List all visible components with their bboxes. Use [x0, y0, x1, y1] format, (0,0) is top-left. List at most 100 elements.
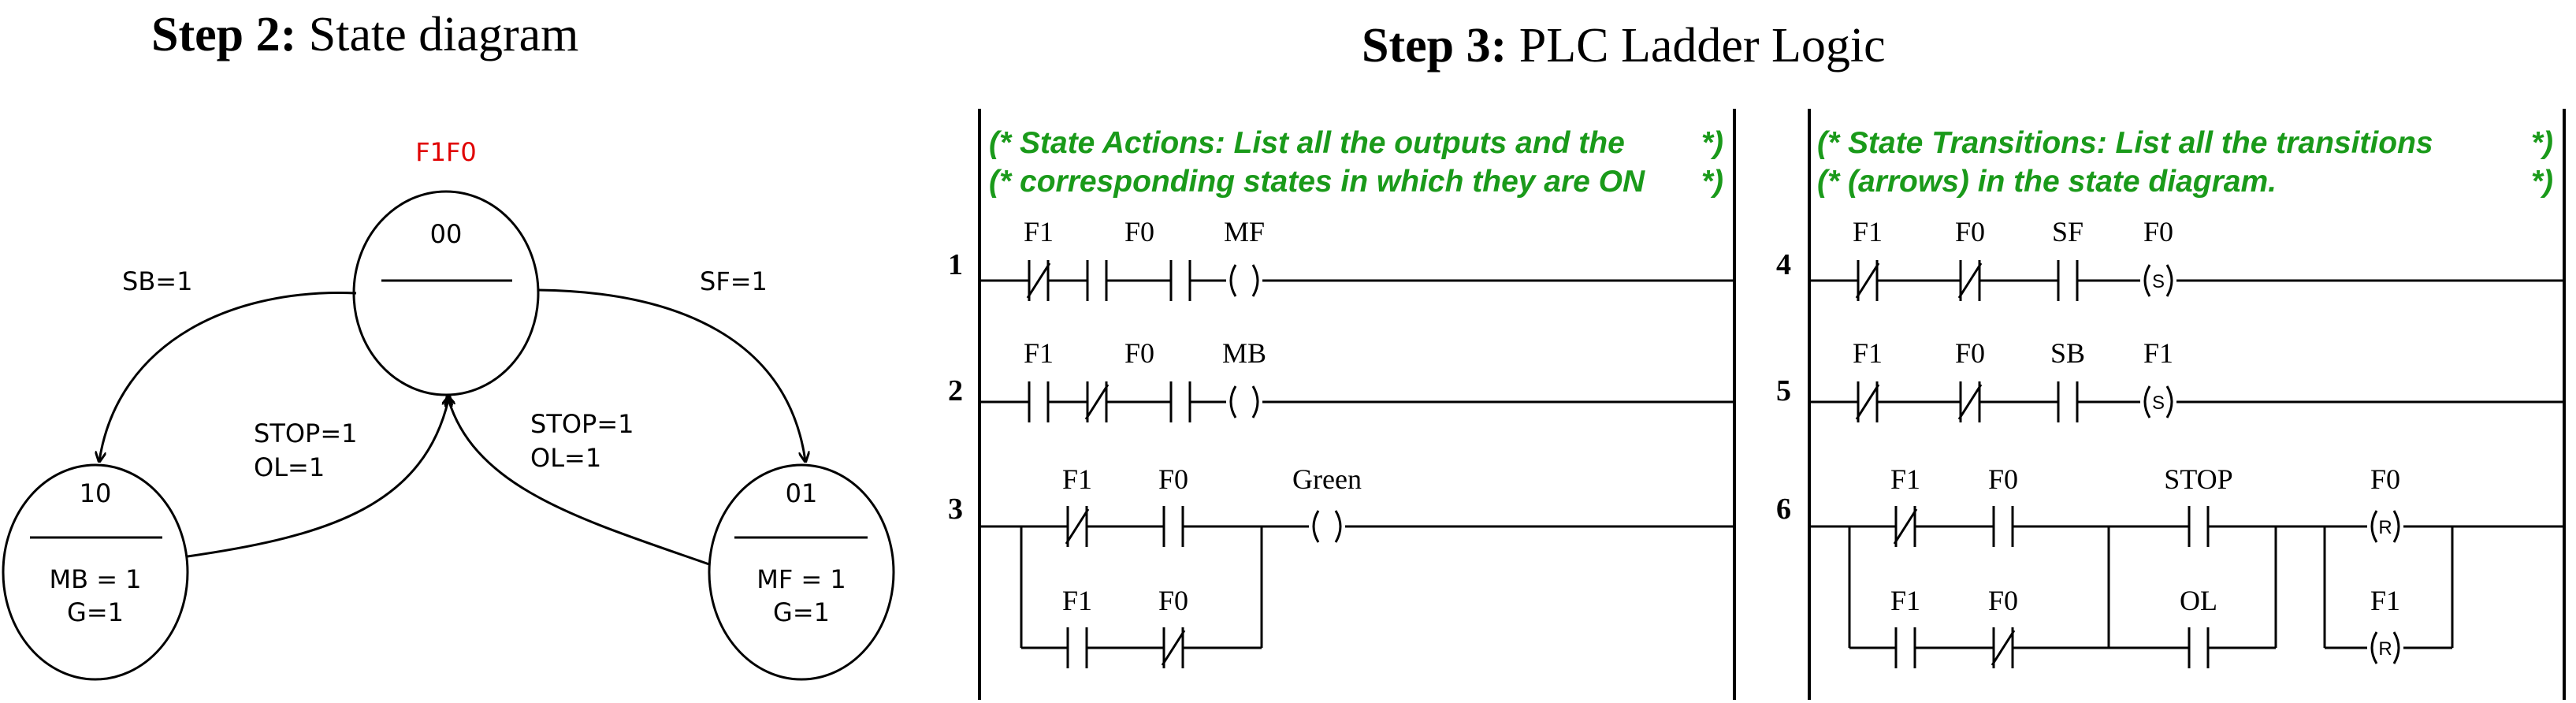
- no-contact: [2057, 260, 2079, 301]
- no-contact: [1992, 506, 2014, 547]
- transitions-comment-line2-close: *): [2531, 165, 2553, 199]
- rung-2: 2 F1 F0 MB: [948, 337, 1734, 422]
- transitions-comment-line1: (* State Transitions: List all the trans…: [1817, 126, 2433, 160]
- coil-label: F0: [2143, 216, 2173, 247]
- rung-number: 5: [1776, 374, 1791, 407]
- actions-comment-line2: (* corresponding states in which they ar…: [989, 165, 1645, 199]
- arrow-00-to-10: [99, 291, 357, 461]
- arrow-01-to-00: [448, 396, 710, 566]
- coil-label: F1: [2370, 585, 2400, 616]
- coil-label: Green: [1292, 463, 1362, 495]
- actions-comment-line2-close: *): [1701, 165, 1723, 199]
- state-00: 00: [352, 190, 540, 396]
- no-contact: [1169, 260, 1191, 301]
- nc-contact: [1957, 381, 1983, 422]
- state-10-output-1: MB = 1: [49, 564, 141, 594]
- coil-type-letter: R: [2378, 517, 2392, 538]
- state-01-circle: [708, 463, 895, 681]
- contact-label: F1: [1890, 585, 1920, 616]
- coil-label: MF: [1224, 216, 1265, 247]
- set-coil: [2143, 264, 2173, 297]
- rung-number: 4: [1776, 248, 1791, 281]
- contact-label: F1: [1062, 585, 1092, 616]
- arrow-00-to-01: [537, 288, 805, 461]
- rung-number: 3: [948, 493, 963, 526]
- reset-coil: [2370, 510, 2400, 543]
- rung-6: 6 R R F1 F0 F1 F0 STOP OL F0 F1: [1776, 463, 2564, 668]
- no-contact: [1894, 627, 1916, 668]
- state-diagram: F1F0 00 10 MB = 1 G=1 01 MF = 1 G=1: [2, 137, 895, 681]
- rung-5: 5 S F1 F0 SB F1: [1776, 337, 2564, 422]
- transitions-comment-line1-close: *): [2531, 126, 2553, 160]
- branch-wire: [2107, 526, 2277, 649]
- branch-wire: [2323, 526, 2454, 649]
- arrow-10-to-00: [187, 396, 449, 558]
- rung-number: 2: [948, 374, 963, 407]
- coil-label: F0: [2370, 463, 2400, 495]
- state-01-output-2: G=1: [773, 597, 830, 627]
- contact-label: F1: [1062, 463, 1092, 495]
- contact-label: F0: [1124, 337, 1154, 369]
- transitions-comment-line2: (* (arrows) in the state diagram.: [1817, 165, 2277, 199]
- reset-coil: [2370, 631, 2400, 664]
- rung-number: 6: [1776, 493, 1791, 526]
- state-10-output-2: G=1: [67, 597, 124, 627]
- transition-label-10-line2: OL=1: [254, 452, 325, 482]
- contact-label: F1: [1890, 463, 1920, 495]
- no-contact: [2188, 506, 2210, 547]
- ladder-state-transitions: (* State Transitions: List all the trans…: [1776, 109, 2566, 700]
- rung-1: 1 F1 F0 MF: [948, 216, 1734, 301]
- contact-label: SF: [2052, 216, 2083, 247]
- no-contact: [1169, 381, 1191, 422]
- step3-heading: Step 3: PLC Ladder Logic: [1362, 19, 1886, 73]
- state-10: 10 MB = 1 G=1: [2, 463, 189, 681]
- contact-label: OL: [2180, 585, 2217, 616]
- no-contact: [1028, 381, 1050, 422]
- state-10-circle: [2, 463, 189, 681]
- no-contact: [1162, 506, 1184, 547]
- state-01-code: 01: [786, 478, 818, 508]
- transition-label-10-line1: STOP=1: [254, 418, 358, 448]
- state-10-code: 10: [80, 478, 112, 508]
- rung-number: 1: [948, 248, 963, 281]
- transition-label-sf: SF=1: [700, 266, 768, 296]
- nc-contact: [1026, 260, 1051, 301]
- ladder-state-actions: (* State Actions: List all the outputs a…: [948, 109, 1736, 700]
- coil-type-letter: S: [2152, 392, 2165, 414]
- contact-label: F0: [1158, 585, 1188, 616]
- contact-label: F1: [1024, 216, 1054, 247]
- nc-contact: [1855, 381, 1880, 422]
- nc-contact: [1893, 506, 1918, 547]
- state-01-output-1: MF = 1: [756, 564, 846, 594]
- nc-contact: [1991, 627, 2016, 668]
- contact-label: F0: [1955, 216, 1985, 247]
- contact-label: STOP: [2164, 463, 2232, 495]
- state-code-label: F1F0: [415, 137, 477, 167]
- state-00-code: 00: [430, 219, 463, 249]
- actions-comment-line1-close: *): [1701, 126, 1723, 160]
- branch-wire: [1848, 526, 2109, 649]
- transition-label-sb: SB=1: [122, 266, 192, 296]
- state-01: 01 MF = 1 G=1: [708, 463, 895, 681]
- coil-type-letter: S: [2152, 271, 2165, 292]
- contact-label: F0: [1124, 216, 1154, 247]
- set-coil: [2143, 385, 2173, 418]
- output-coil: [1229, 385, 1259, 418]
- transition-label-01-line2: OL=1: [530, 443, 601, 473]
- coil-label: F1: [2143, 337, 2173, 369]
- contact-label: F1: [1024, 337, 1054, 369]
- coil-label: MB: [1222, 337, 1266, 369]
- contact-label: F1: [1853, 337, 1883, 369]
- coil-type-letter: R: [2378, 638, 2392, 660]
- step2-heading: Step 2: State diagram: [151, 8, 578, 61]
- rung-4: 4 S F1 F0 SF F0: [1776, 216, 2564, 301]
- nc-contact: [1957, 260, 1983, 301]
- contact-label: F0: [1988, 585, 2018, 616]
- output-coil: [1229, 264, 1259, 297]
- contact-label: F0: [1955, 337, 1985, 369]
- rung-3: 3 F1 F0 F1 F0 Green: [948, 463, 1734, 668]
- nc-contact: [1161, 627, 1186, 668]
- nc-contact: [1855, 260, 1880, 301]
- no-contact: [2188, 627, 2210, 668]
- contact-label: SB: [2050, 337, 2085, 369]
